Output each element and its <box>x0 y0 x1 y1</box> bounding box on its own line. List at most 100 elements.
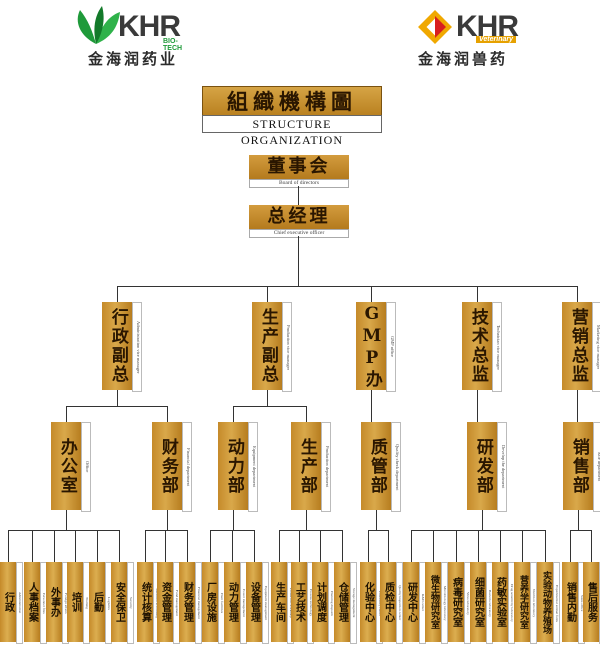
level2-box-3-subtitle: Production department <box>321 422 331 512</box>
level1-box-4: 营销总监 <box>562 302 592 390</box>
leaf-drop <box>456 530 457 562</box>
level2-bar-1 <box>233 406 306 407</box>
level1-box-1: 生产副总 <box>252 302 282 390</box>
level1-box-3-subtitle: Technician vice manager <box>492 302 502 392</box>
level1-bar <box>117 286 577 287</box>
level2-box-2-label: 动力部 <box>223 437 244 495</box>
leaf-label: 统计核算 <box>139 582 151 622</box>
leaf-drop <box>187 530 188 562</box>
level2-box-0: 办公室 <box>51 422 81 510</box>
leaf-label: 计划调度 <box>314 582 326 622</box>
leaf-label: 行政 <box>2 592 14 612</box>
leaf-drop <box>411 530 412 562</box>
chart-subtitle: STRUCTURE ORGANIZATION <box>202 115 382 147</box>
leaf-label: 病毒研究室 <box>450 577 462 627</box>
board-box: 董事会 <box>249 155 349 179</box>
leaf-drop <box>342 530 343 562</box>
leaf-drop <box>54 530 55 562</box>
leaf-box-26: 售后服务 <box>583 562 599 642</box>
logo-right: KHR Veterinary 金海润兽药 <box>416 6 536 68</box>
board-ceo-connector <box>298 186 299 205</box>
leaf-drop <box>522 530 523 562</box>
leaf-drop <box>299 530 300 562</box>
level1-3-down <box>477 390 478 422</box>
level1-drop <box>267 286 268 302</box>
level1-drop <box>477 286 478 302</box>
brand-tag: BIO-TECH <box>163 38 183 52</box>
leaf-box-24: 实验动物养殖场 <box>537 562 553 642</box>
leaf-box-7: 资金管理 <box>157 562 173 642</box>
leaf-box-10: 动力管理 <box>224 562 240 642</box>
leaf-label: 药敏实验室 <box>494 577 506 627</box>
leaf-drop <box>500 530 501 562</box>
leaf-label: 外事办 <box>48 587 60 617</box>
leaf-subtitle: Microbiology laboratory <box>441 562 448 644</box>
leaf-label: 销售内勤 <box>564 582 576 622</box>
leaf-box-3: 培训 <box>67 562 83 642</box>
leaf-box-20: 病毒研究室 <box>448 562 464 642</box>
leaf-label: 设备管理 <box>248 582 260 622</box>
leaf-box-9: 厂房设施 <box>202 562 218 642</box>
level2-5-down <box>482 510 483 530</box>
level1-box-2-label: GMP办 <box>361 303 382 389</box>
leaf-box-5: 安全保卫 <box>111 562 127 642</box>
level2-6-down <box>578 510 579 530</box>
level1-drop <box>371 286 372 302</box>
leaf-label: 实验动物养殖场 <box>540 570 551 634</box>
leaf-box-1: 人事档案 <box>24 562 40 642</box>
level2-3-down <box>306 510 307 530</box>
level2-2-down <box>233 510 234 530</box>
level2-box-1: 财务部 <box>152 422 182 510</box>
leaf-label: 安全保卫 <box>113 582 125 622</box>
brand-tag: Veterinary <box>476 36 516 43</box>
leaf-subtitle: Administration <box>16 562 23 644</box>
level2-box-4-subtitle: Quality check department <box>391 422 401 512</box>
leaf-label: 财务管理 <box>181 582 193 622</box>
level2-box-3-label: 生产部 <box>296 437 317 495</box>
level2-box-5-subtitle: Develop the department <box>497 422 507 512</box>
level1-drop <box>117 286 118 302</box>
level1-2-down <box>371 390 372 422</box>
leaf-drop <box>591 530 592 562</box>
leaf-box-15: 仓储管理 <box>334 562 350 642</box>
leaf-label: 营养学研究室 <box>517 575 528 629</box>
leaf-box-22: 药敏实验室 <box>492 562 508 642</box>
level2-drop <box>167 406 168 422</box>
leaf-label: 资金管理 <box>159 582 171 622</box>
leaf-box-17: 质检中心 <box>380 562 396 642</box>
level2-box-0-label: 办公室 <box>56 437 77 495</box>
leaf-drop <box>478 530 479 562</box>
leaf-box-19: 微生物研究室 <box>425 562 441 642</box>
leaf-box-2: 外事办 <box>46 562 62 642</box>
leaf-subtitle: Experimental animal farm <box>553 562 560 644</box>
leaf-label: 研发中心 <box>405 582 417 622</box>
leaf-box-0: 行政 <box>0 562 16 642</box>
level2-1-down <box>167 510 168 530</box>
leaf-drop <box>97 530 98 562</box>
leaf-bar-1 <box>145 530 188 531</box>
level1-box-0: 行政副总 <box>102 302 132 390</box>
level2-box-4-label: 质管部 <box>366 437 387 495</box>
level2-box-6-label: 销售部 <box>568 437 589 495</box>
level1-box-3: 技术总监 <box>462 302 492 390</box>
leaf-drop <box>254 530 255 562</box>
leaf-subtitle: Financial management <box>195 562 202 644</box>
leaf-subtitle: Nutrition laboratory <box>530 562 537 644</box>
level1-box-2-subtitle: GMP office <box>386 302 396 392</box>
leaf-box-21: 细菌研究室 <box>470 562 486 642</box>
level1-0-down <box>117 390 118 406</box>
level1-box-1-label: 生产副总 <box>257 308 278 384</box>
leaf-box-4: 后勤 <box>89 562 105 642</box>
level2-drop <box>306 406 307 422</box>
leaf-label: 工艺技术 <box>293 582 305 622</box>
level2-drop <box>66 406 67 422</box>
leaf-drop <box>545 530 546 562</box>
level2-box-3: 生产部 <box>291 422 321 510</box>
leaf-subtitle: Storage management <box>350 562 357 644</box>
level2-box-2-subtitle: Equipment department <box>248 422 258 512</box>
level2-box-2: 动力部 <box>218 422 248 510</box>
leaf-drop <box>570 530 571 562</box>
leaf-box-23: 营养学研究室 <box>514 562 530 642</box>
level2-box-1-label: 财务部 <box>157 437 178 495</box>
leaf-logo-icon <box>77 6 120 44</box>
